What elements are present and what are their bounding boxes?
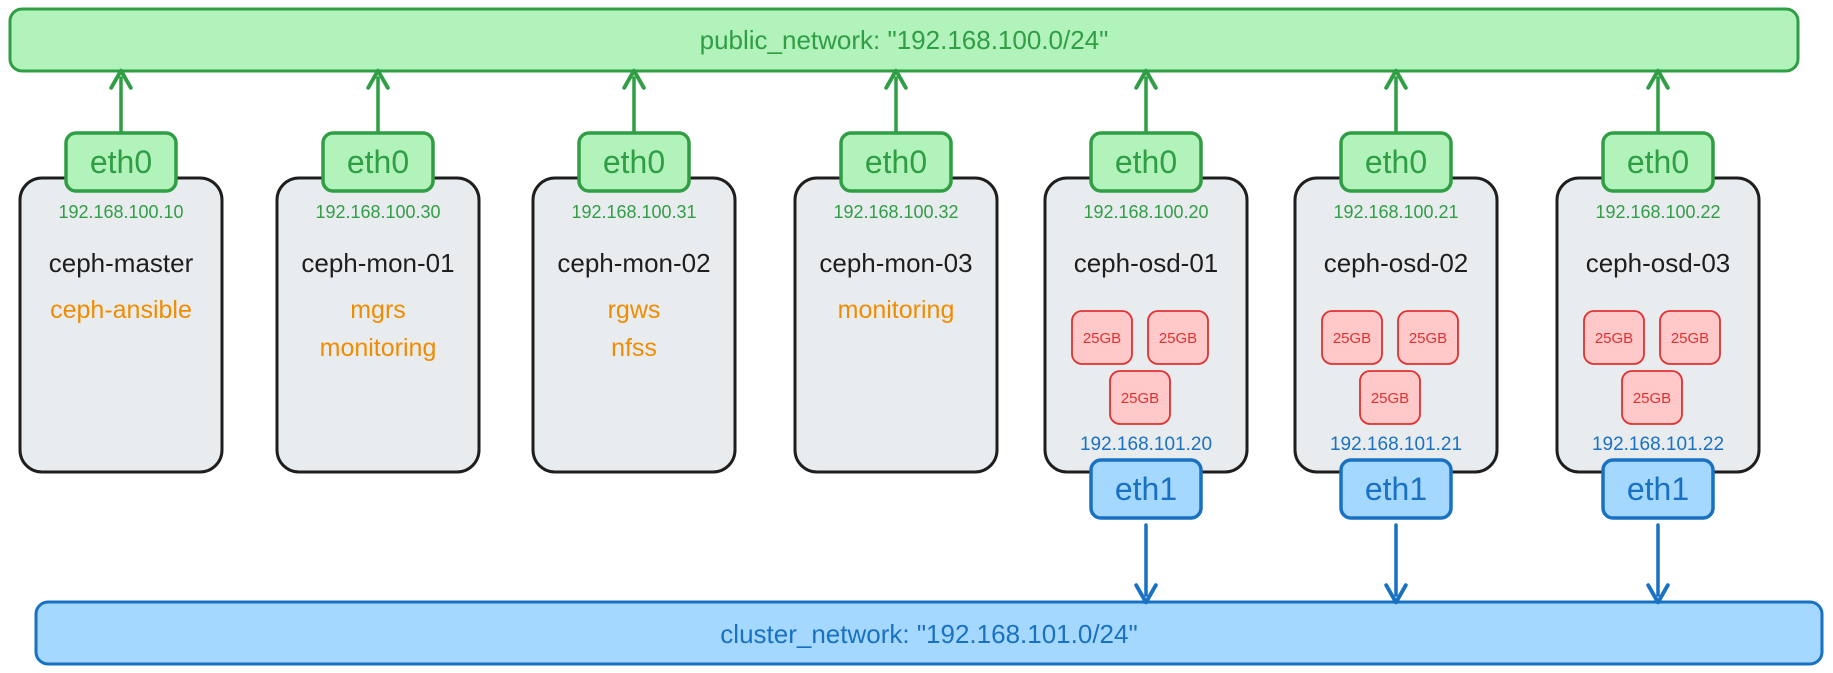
cluster-ip: 192.168.101.22 [1592,434,1724,455]
eth0-interface: eth0 [64,131,178,193]
hostname: ceph-osd-01 [1074,248,1219,278]
node-ceph-mon-03: eth0 192.168.100.32 ceph-mon-03 monitoring [793,68,999,474]
eth0-interface: eth0 [321,131,435,193]
eth0-box [1601,131,1715,193]
disk-size: 25GB [1595,330,1633,347]
disk-size: 25GB [1159,330,1197,347]
disk-box [1321,310,1383,365]
disk: 25GB [1659,310,1721,365]
disk: 25GB [1397,310,1459,365]
disk: 25GB [1583,310,1645,365]
public-network-label: public_network: "192.168.100.0/24" [700,25,1109,55]
disk-box [1621,370,1683,425]
eth0-interface: eth0 [1339,131,1453,193]
eth0-interface: eth0 [1089,131,1203,193]
eth0-label: eth0 [1365,144,1427,180]
public-ip: 192.168.100.20 [1083,202,1208,222]
eth1-interface: eth1 [1601,458,1715,520]
disk-size: 25GB [1409,330,1447,347]
eth1-box [1089,458,1203,520]
eth0-label: eth0 [347,144,409,180]
disk-box [1071,310,1133,365]
disk: 25GB [1321,310,1383,365]
eth1-label: eth1 [1115,471,1177,507]
disk-box [1659,310,1721,365]
role-label: monitoring [838,296,955,324]
eth1-interface: eth1 [1089,458,1203,520]
hostname: ceph-mon-01 [301,248,454,278]
node-ceph-osd-01: eth0 192.168.100.20 ceph-osd-01 25GB 25GB 25G… [1043,68,1249,605]
server-box [275,176,481,474]
disk-size: 25GB [1633,390,1671,407]
role-label: nfss [611,334,657,362]
public-ip: 192.168.100.32 [833,202,958,222]
eth1-label: eth1 [1365,471,1427,507]
eth0-label: eth0 [865,144,927,180]
disk-size: 25GB [1333,330,1371,347]
node-ceph-osd-02: eth0 192.168.100.21 ceph-osd-02 25GB 25GB 25G… [1293,68,1499,605]
disk-box [1147,310,1209,365]
public-network-bar: public_network: "192.168.100.0/24" [8,7,1800,73]
node-ceph-osd-03: eth0 192.168.100.22 ceph-osd-03 25GB 25GB 25G… [1555,68,1761,605]
public-ip: 192.168.100.21 [1333,202,1458,222]
eth0-interface: eth0 [839,131,953,193]
eth0-box [64,131,178,193]
disk-size: 25GB [1121,390,1159,407]
eth0-box [1339,131,1453,193]
hostname: ceph-mon-02 [557,248,710,278]
hostname: ceph-master [49,248,194,278]
eth1-box [1339,458,1453,520]
eth0-box [839,131,953,193]
eth1-box [1601,458,1715,520]
cluster-ip: 192.168.101.20 [1080,434,1212,455]
cluster-network-bar: cluster_network: "192.168.101.0/24" [34,600,1824,666]
eth0-box [321,131,435,193]
server-box [531,176,737,474]
disk: 25GB [1147,310,1209,365]
disk-box [1583,310,1645,365]
eth0-box [1089,131,1203,193]
role-label: rgws [608,296,661,324]
eth0-box [577,131,691,193]
disk-box [1359,370,1421,425]
disk-size: 25GB [1671,330,1709,347]
node-ceph-mon-02: eth0 192.168.100.31 ceph-mon-02 rgws nfss [531,68,737,474]
disk: 25GB [1109,370,1171,425]
eth1-label: eth1 [1627,471,1689,507]
hostname: ceph-osd-03 [1586,248,1731,278]
nodes-layer: eth0 192.168.100.10 ceph-master ceph-ansibl… [18,68,1761,605]
public-ip: 192.168.100.31 [571,202,696,222]
disk: 25GB [1071,310,1133,365]
eth0-label: eth0 [1627,144,1689,180]
eth0-label: eth0 [1115,144,1177,180]
node-ceph-master: eth0 192.168.100.10 ceph-master ceph-ansibl… [18,68,224,474]
role-label: mgrs [350,296,406,324]
disk: 25GB [1621,370,1683,425]
public-ip: 192.168.100.22 [1595,202,1720,222]
node-ceph-mon-01: eth0 192.168.100.30 ceph-mon-01 mgrs monitor… [275,68,481,474]
disk-size: 25GB [1371,390,1409,407]
cluster-ip: 192.168.101.21 [1330,434,1462,455]
disk: 25GB [1359,370,1421,425]
disk-box [1397,310,1459,365]
cluster-network-label: cluster_network: "192.168.101.0/24" [720,619,1137,649]
hostname: ceph-osd-02 [1324,248,1469,278]
server-box [18,176,224,474]
disk-box [1109,370,1171,425]
server-box [793,176,999,474]
public-ip: 192.168.100.10 [58,202,183,222]
role-label: monitoring [320,334,437,362]
hostname: ceph-mon-03 [819,248,972,278]
eth1-interface: eth1 [1339,458,1453,520]
eth0-interface: eth0 [1601,131,1715,193]
public-ip: 192.168.100.30 [315,202,440,222]
eth0-label: eth0 [90,144,152,180]
role-label: ceph-ansible [50,296,192,324]
eth0-label: eth0 [603,144,665,180]
disk-size: 25GB [1083,330,1121,347]
eth0-interface: eth0 [577,131,691,193]
